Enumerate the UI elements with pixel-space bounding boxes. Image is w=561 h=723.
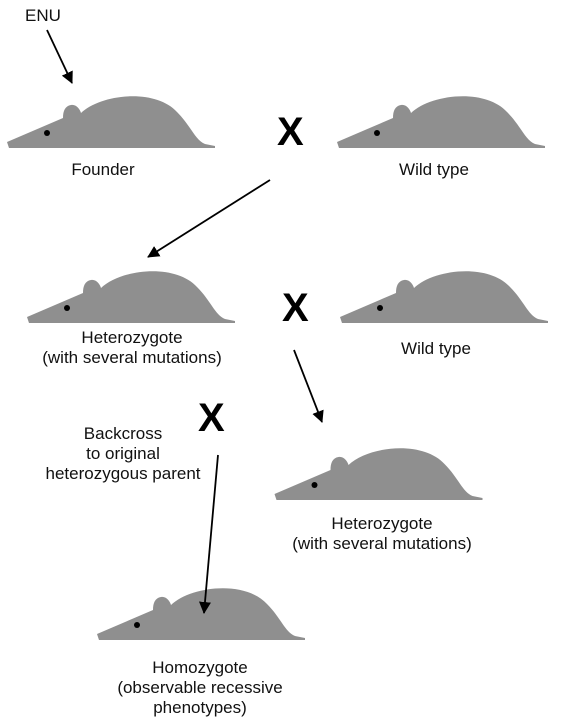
founder-offspring-arrow-icon — [148, 180, 270, 257]
heterozygote-label-2: Heterozygote (with several mutations) — [292, 514, 472, 554]
backcross-label-line-1: Backcross — [46, 424, 201, 444]
homozygote-label-line-2: (observable recessive — [117, 678, 282, 698]
wild-type-mouse-icon-1 — [337, 96, 545, 148]
heterozygote-label-2-line-1: Heterozygote — [292, 514, 472, 534]
f1-cross-arrow-icon — [294, 350, 322, 422]
heterozygote-label-1-line-1: Heterozygote — [42, 328, 222, 348]
wild-type-label-1: Wild type — [399, 160, 469, 180]
homozygote-label-line-1: Homozygote — [117, 658, 282, 678]
cross-symbol-2: X — [282, 288, 309, 328]
heterozygote-label-2-line-2: (with several mutations) — [292, 534, 472, 554]
heterozygote-mouse-icon-1 — [27, 271, 235, 323]
backcross-label: Backcross to original heterozygous paren… — [46, 424, 201, 484]
heterozygote-label-1-line-2: (with several mutations) — [42, 348, 222, 368]
cross-symbol-1: X — [277, 112, 304, 152]
homozygote-label-line-3: phenotypes) — [117, 698, 282, 718]
backcross-label-line-2: to original — [46, 444, 201, 464]
backcross-label-line-3: heterozygous parent — [46, 464, 201, 484]
homozygote-label: Homozygote (observable recessive phenoty… — [117, 658, 282, 718]
founder-mouse-icon — [7, 96, 215, 148]
cross-symbol-3: X — [198, 398, 225, 438]
founder-label: Founder — [71, 160, 134, 180]
mutagen-label: ENU — [25, 6, 61, 26]
heterozygote-label-1: Heterozygote (with several mutations) — [42, 328, 222, 368]
enu-arrow-icon — [47, 30, 72, 83]
homozygote-mouse-icon — [97, 588, 305, 640]
wild-type-label-2: Wild type — [401, 339, 471, 359]
wild-type-mouse-icon-2 — [340, 271, 548, 323]
heterozygote-mouse-icon-2 — [275, 448, 483, 500]
